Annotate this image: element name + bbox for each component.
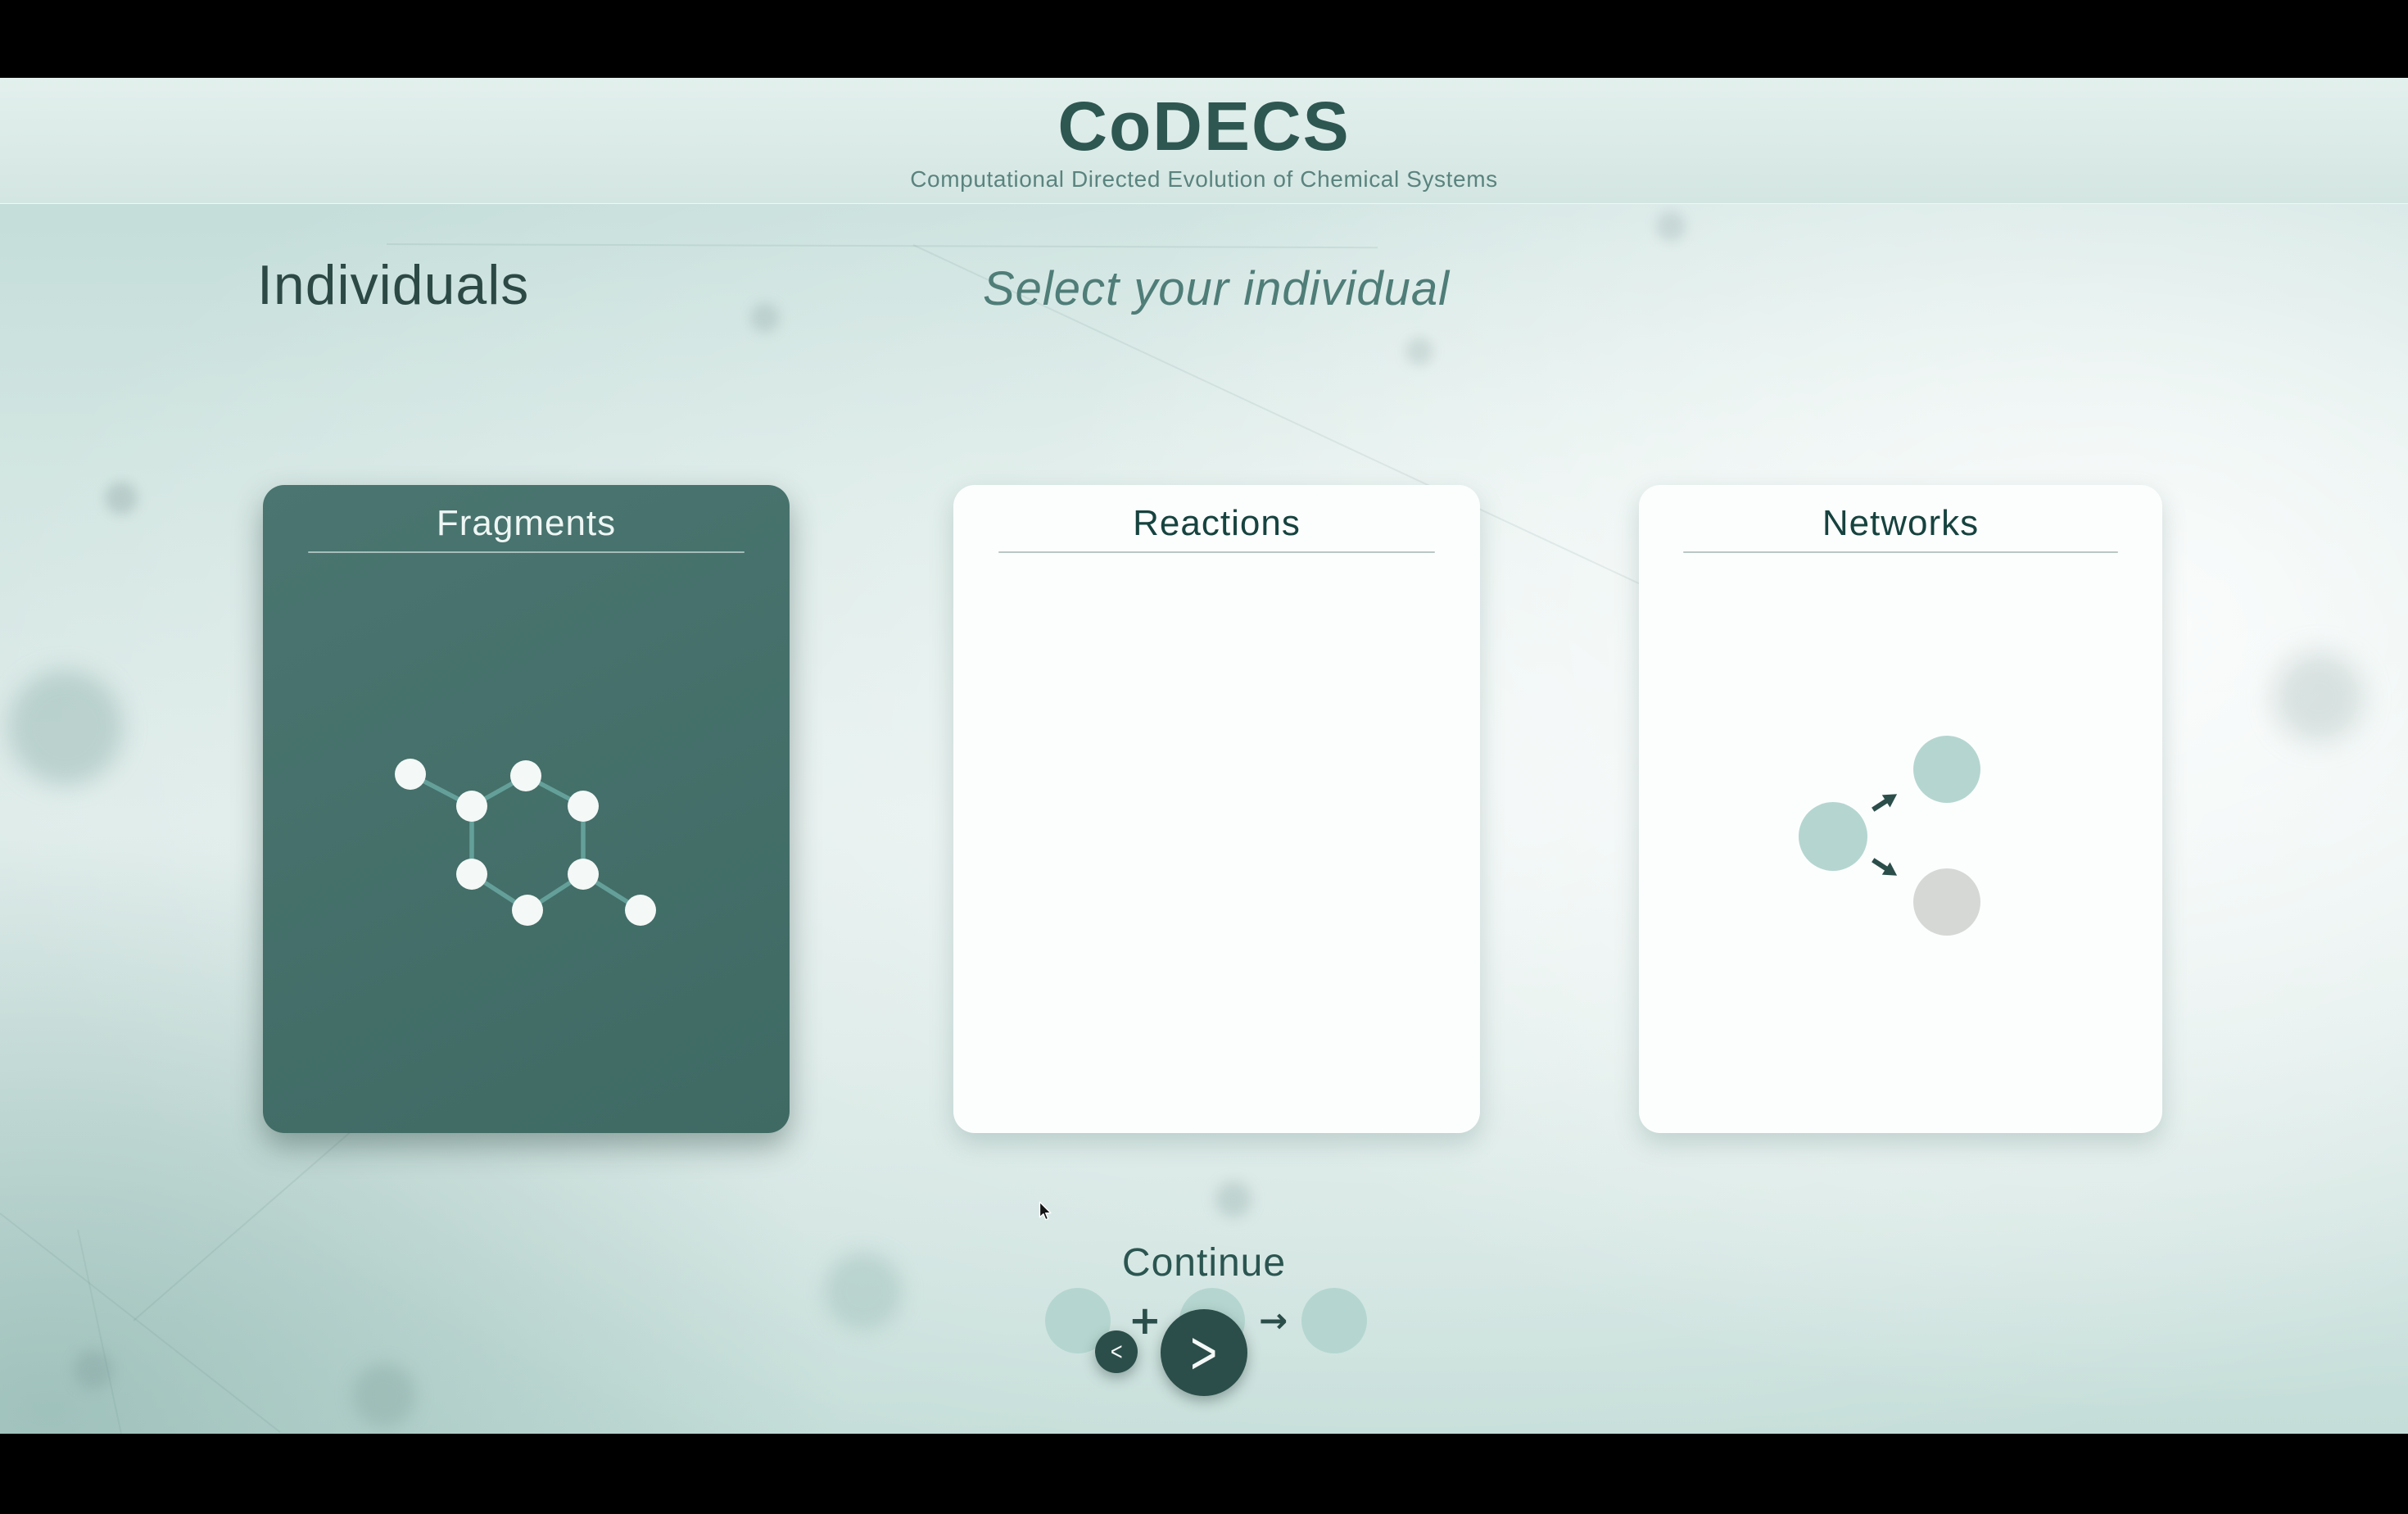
branch-arrow-down-icon <box>1864 849 1905 887</box>
card-title-divider <box>307 551 745 553</box>
card-networks[interactable]: Networks <box>1639 485 2162 1133</box>
card-title-divider <box>998 551 1436 553</box>
plus-operator: + <box>1128 1298 1161 1344</box>
card-fragments[interactable]: Fragments <box>263 485 790 1133</box>
card-title: Reactions <box>1133 503 1301 543</box>
branch-arrow-up-icon <box>1864 783 1905 822</box>
product-circle <box>1301 1288 1368 1353</box>
back-button[interactable]: < <box>1095 1330 1138 1373</box>
page-title: Individuals <box>257 254 530 316</box>
back-chevron-icon: < <box>1110 1337 1123 1366</box>
card-title: Fragments <box>436 503 617 543</box>
molecule-icon <box>395 759 656 926</box>
app-header: CoDECS Computational Directed Evolution … <box>0 78 2408 204</box>
selection-prompt: Select your individual <box>982 262 1451 315</box>
app-subtitle: Computational Directed Evolution of Chem… <box>910 165 1498 192</box>
card-title-divider <box>1683 551 2118 553</box>
network-node-product-bottom <box>1913 868 1980 936</box>
mouse-cursor-icon <box>1039 1201 1052 1226</box>
letterbox-bottom <box>0 1434 2408 1514</box>
card-title: Networks <box>1822 503 1980 543</box>
continue-forward-button[interactable]: > <box>1161 1309 1247 1396</box>
app-title: CoDECS <box>1057 87 1351 165</box>
network-node-product-top <box>1913 736 1980 803</box>
letterbox-top <box>0 0 2408 78</box>
card-reactions[interactable]: Reactions + → <box>953 485 1480 1353</box>
continue-label: Continue <box>1121 1241 1287 1285</box>
reaction-arrow-icon: → <box>1259 1300 1288 1340</box>
network-node-source <box>1799 802 1867 871</box>
forward-chevron-icon: > <box>1190 1317 1218 1388</box>
